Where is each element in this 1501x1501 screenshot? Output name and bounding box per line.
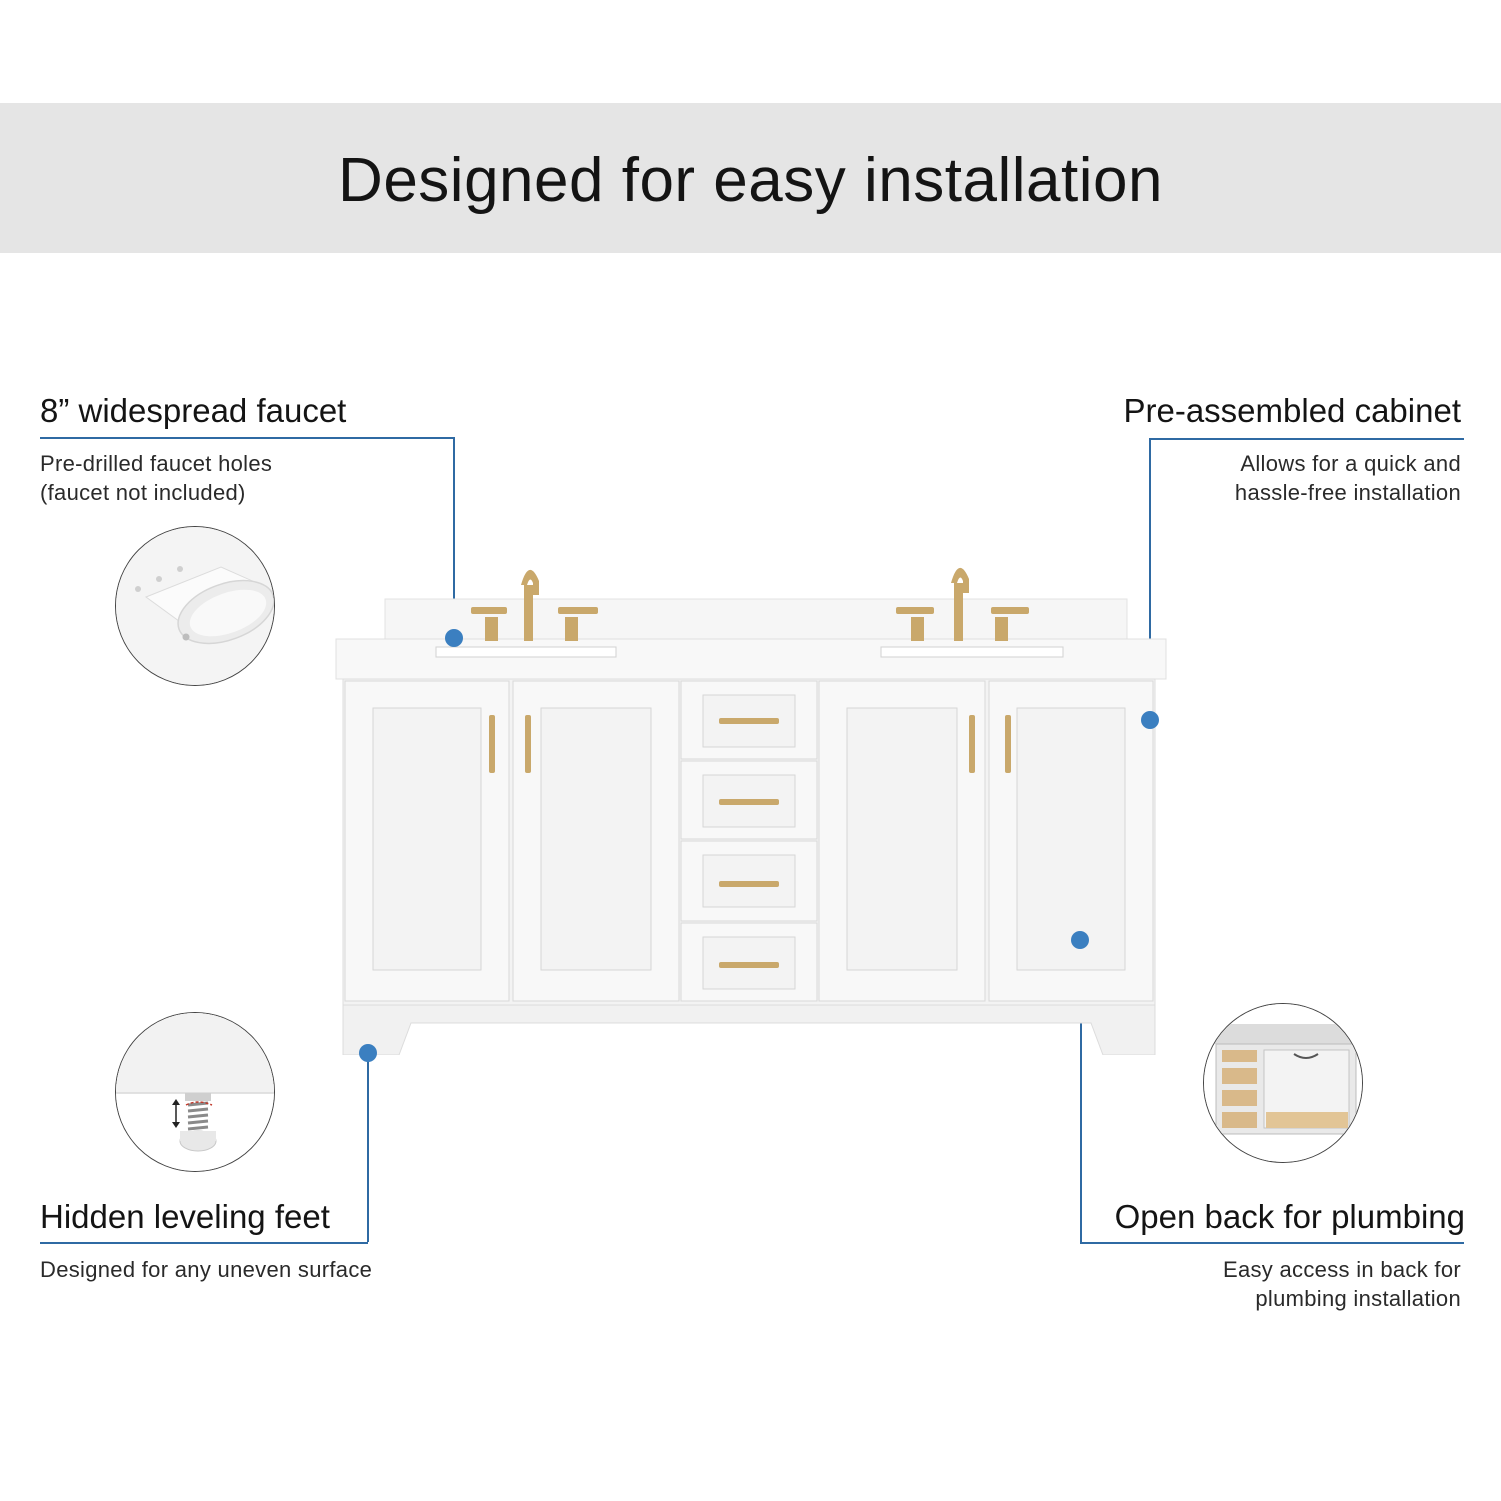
feature-cabinet-desc-wrap: Allows for a quick and hassle-free insta… bbox=[1235, 449, 1461, 507]
leveling-foot-image bbox=[115, 1012, 275, 1172]
page-title: Designed for easy installation bbox=[338, 146, 1163, 215]
sink-detail-image bbox=[115, 526, 275, 686]
plumbing-underline bbox=[1080, 1242, 1464, 1244]
feature-plumbing-title: Open back for plumbing bbox=[1114, 1198, 1465, 1235]
faucet-leader-line bbox=[453, 437, 455, 637]
feature-faucet-title: 8” widespread faucet bbox=[40, 392, 347, 429]
feature-plumbing-description: Easy access in back for plumbing install… bbox=[1223, 1257, 1461, 1311]
vanity-illustration bbox=[333, 555, 1169, 1055]
cabinet-callout-dot bbox=[1141, 711, 1159, 729]
feature-cabinet: Pre-assembled cabinet bbox=[1123, 392, 1461, 430]
faucet-callout-dot bbox=[445, 629, 463, 647]
feature-faucet: 8” widespread faucet bbox=[40, 392, 346, 430]
plumbing-callout-dot bbox=[1071, 931, 1089, 949]
feature-feet-desc-wrap: Designed for any uneven surface bbox=[40, 1255, 372, 1284]
feature-feet: Hidden leveling feet bbox=[40, 1198, 330, 1236]
feature-plumbing: Open back for plumbing bbox=[1115, 1198, 1465, 1236]
cabinet-underline bbox=[1150, 438, 1464, 440]
feature-feet-description: Designed for any uneven surface bbox=[40, 1257, 373, 1282]
feature-faucet-desc-wrap: Pre-drilled faucet holes (faucet not inc… bbox=[40, 449, 272, 507]
feet-leader-line bbox=[367, 1053, 369, 1242]
feature-feet-title: Hidden leveling feet bbox=[40, 1198, 330, 1235]
plumbing-leader-line bbox=[1080, 940, 1082, 1242]
feet-callout-dot bbox=[359, 1044, 377, 1062]
cabinet-leader-line bbox=[1149, 438, 1151, 720]
feature-faucet-description: Pre-drilled faucet holes (faucet not inc… bbox=[40, 451, 273, 505]
open-back-image bbox=[1203, 1003, 1363, 1163]
feature-cabinet-title: Pre-assembled cabinet bbox=[1123, 392, 1461, 429]
title-banner: Designed for easy installation bbox=[0, 103, 1501, 253]
feature-cabinet-description: Allows for a quick and hassle-free insta… bbox=[1234, 451, 1461, 505]
feature-plumbing-desc-wrap: Easy access in back for plumbing install… bbox=[1223, 1255, 1461, 1313]
feet-underline bbox=[40, 1242, 368, 1244]
faucet-underline bbox=[40, 437, 454, 439]
